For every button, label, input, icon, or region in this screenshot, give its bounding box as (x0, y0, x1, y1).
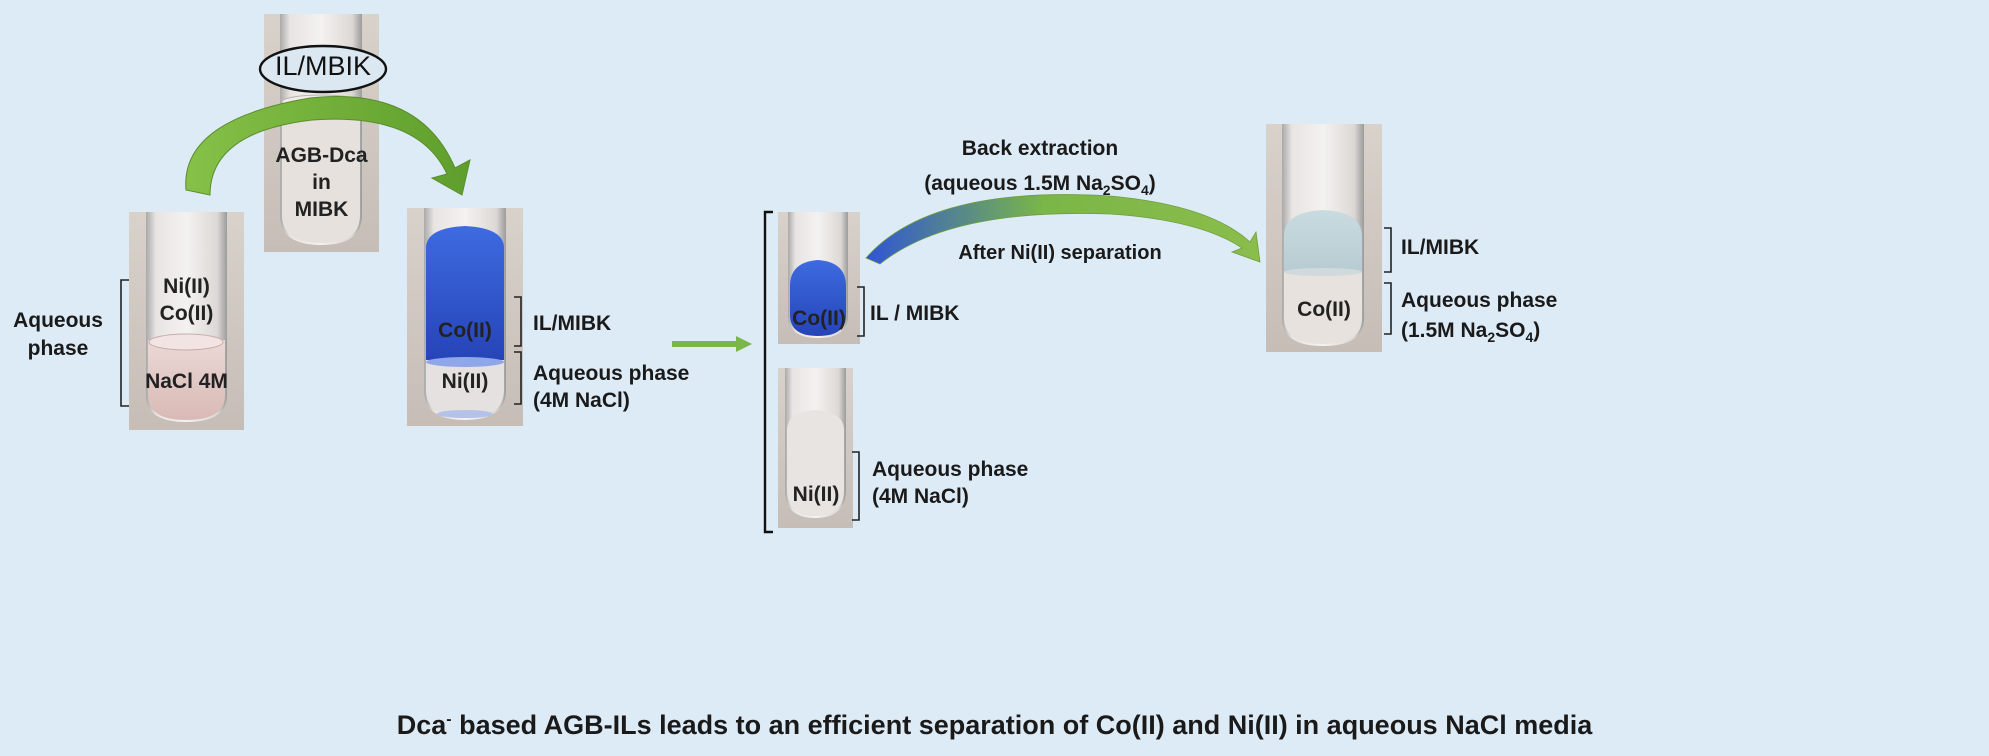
back-extracted-phase-ilmibk: IL/MIBK (1401, 236, 1480, 259)
figure-caption: Dca- based AGB-ILs leads to an efficient… (396, 710, 1593, 740)
back-extraction-condition: (aqueous 1.5M Na2SO4) (924, 172, 1156, 199)
arrow-separation (672, 336, 752, 352)
reagent-oval (258, 44, 388, 94)
aqueous-phase-label-line1: Aqueous (13, 309, 103, 332)
extracted-phase-ilmibk: IL/MIBK (533, 312, 612, 335)
bracket-ilmibk-3 (857, 286, 865, 337)
reagent-label-line2: in (312, 171, 331, 194)
tube-back-extracted (1266, 124, 1382, 352)
separated-aqueous-phase-line2: (4M NaCl) (872, 485, 969, 508)
aqueous-phase-label-line2: phase (27, 337, 89, 360)
back-extracted-phase-aqueous: Aqueous phase (1401, 289, 1558, 312)
arrow-back-extraction (865, 194, 1261, 265)
bracket-aqueous-4 (1384, 282, 1392, 335)
arrow-extraction (185, 95, 471, 196)
separated-il-label-co: Co(II) (792, 307, 846, 330)
initial-label-ni: Ni(II) (163, 275, 210, 298)
back-extraction-title: Back extraction (961, 137, 1119, 160)
separated-aqueous-phase-line1: Aqueous phase (872, 458, 1029, 481)
bracket-separated (763, 210, 773, 534)
extracted-phase-aqueous-line1: Aqueous phase (533, 362, 690, 385)
bracket-aqueous-2 (514, 351, 522, 405)
bracket-aqueous-3 (852, 451, 860, 521)
tube-separated-aqueous (778, 368, 853, 528)
tube-extracted (407, 208, 523, 426)
initial-label-co: Co(II) (159, 302, 214, 325)
extracted-label-ni: Ni(II) (441, 370, 489, 393)
separated-aqueous-label-ni: Ni(II) (792, 483, 840, 506)
extracted-phase-aqueous-line2: (4M NaCl) (533, 389, 630, 412)
reagent-label-line3: MIBK (294, 198, 349, 221)
initial-label-nacl: NaCl 4M (145, 370, 228, 393)
bracket-ilmibk-2 (514, 296, 522, 347)
bracket-aqueous-initial (120, 279, 129, 407)
after-separation-label: After Ni(II) separation (958, 242, 1162, 264)
tube-initial (129, 212, 244, 430)
tube-separated-il (778, 212, 860, 344)
separated-il-phase-label: IL / MIBK (870, 302, 960, 325)
back-extracted-phase-condition: (1.5M Na2SO4) (1401, 319, 1541, 346)
bracket-ilmibk-4 (1384, 227, 1392, 273)
reagent-oval-label: IL/MBIK (274, 51, 372, 81)
extracted-label-co: Co(II) (438, 319, 492, 342)
reagent-label-line1: AGB-Dca (275, 144, 368, 167)
back-extracted-label-co: Co(II) (1297, 298, 1351, 321)
